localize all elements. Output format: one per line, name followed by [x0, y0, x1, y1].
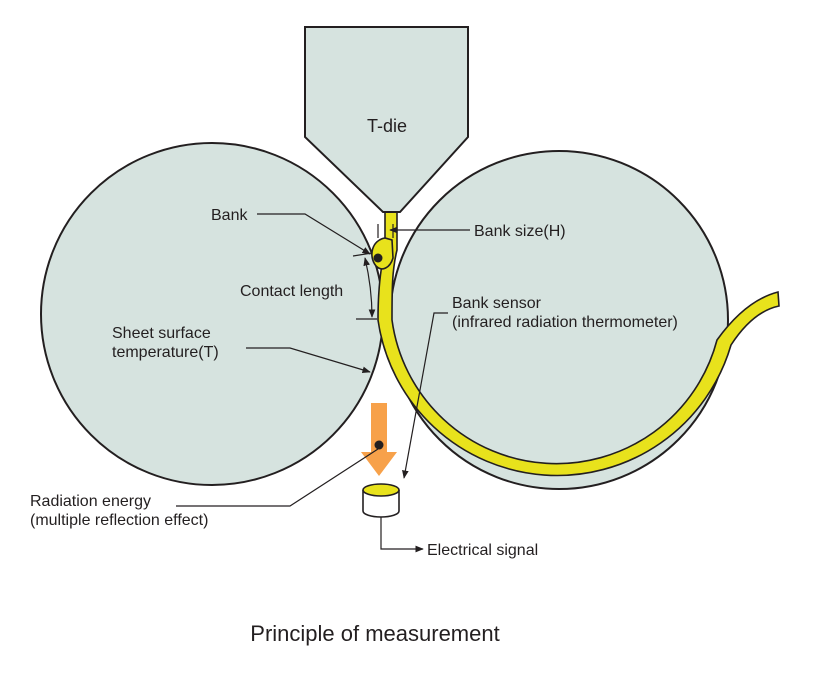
- electrical-signal-label: Electrical signal: [427, 542, 538, 559]
- t-die-label: T-die: [367, 116, 407, 136]
- bank: [371, 237, 394, 270]
- left-roll: [40, 142, 384, 486]
- bank-size-label: Bank size(H): [474, 223, 566, 240]
- bank-label: Bank: [211, 207, 248, 224]
- contact-length-label: Contact length: [240, 283, 343, 300]
- bank-sensor-label-line2: (infrared radiation thermometer): [452, 314, 678, 331]
- radiation-label-line2: (multiple reflection effect): [30, 512, 208, 529]
- radiation-dot: [374, 440, 384, 450]
- bank-dot: [373, 253, 383, 263]
- bank-sensor-leader: [402, 312, 448, 479]
- polymer-sheet: [377, 211, 780, 477]
- electrical-signal-arrow: [380, 517, 424, 553]
- radiation-leader: [176, 448, 379, 507]
- bank-sensor-label-line1: Bank sensor: [452, 295, 542, 312]
- radiation-energy-arrow: [361, 403, 397, 476]
- sheet-temp-label-line2: temperature(T): [112, 344, 219, 361]
- sheet-temp-label-line1: Sheet surface: [112, 325, 211, 342]
- sensor-lens: [362, 483, 400, 497]
- contact-length-tick-top: [352, 252, 373, 257]
- contact-length-arc: [363, 257, 376, 318]
- figure-title: Principle of measurement: [250, 621, 499, 646]
- sheet-temp-leader: [246, 347, 371, 374]
- t-die: [304, 26, 469, 213]
- radiation-label-line1: Radiation energy: [30, 493, 151, 510]
- bank-leader: [257, 213, 371, 255]
